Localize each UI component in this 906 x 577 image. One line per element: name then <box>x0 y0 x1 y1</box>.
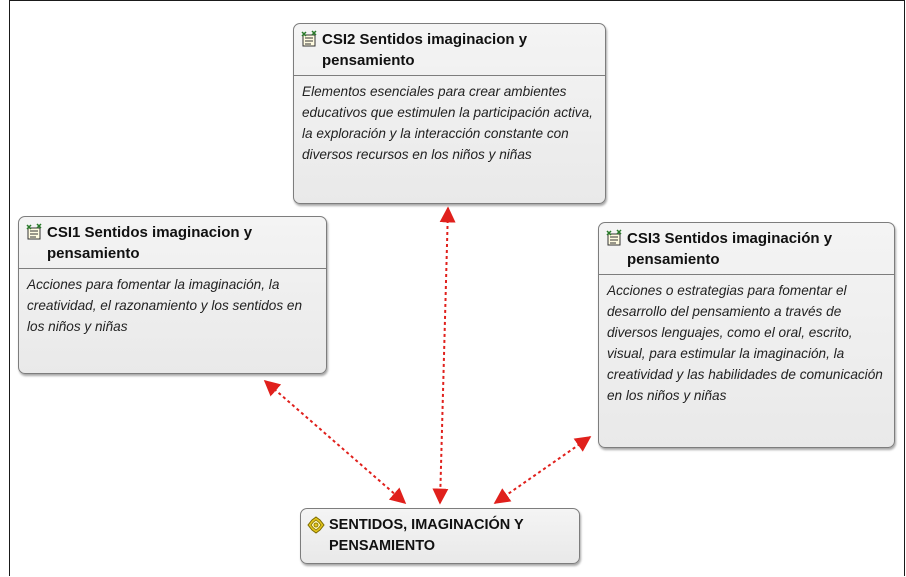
node-center[interactable]: SENTIDOS, IMAGINACIÓN Y PENSAMIENTO <box>300 508 580 564</box>
node-comment: Acciones para fomentar la imaginación, l… <box>19 268 326 343</box>
canvas-frame <box>9 0 905 576</box>
node-title-text: CSI3 Sentidos imaginación y pensamiento <box>627 230 833 268</box>
code-icon <box>26 223 42 240</box>
node-title-text: CSI2 Sentidos imaginacion y pensamiento <box>322 31 528 69</box>
node-title: SENTIDOS, IMAGINACIÓN Y PENSAMIENTO <box>301 509 579 561</box>
node-csi1[interactable]: CSI1 Sentidos imaginacion y pensamiento … <box>18 216 327 374</box>
code-icon <box>301 30 317 47</box>
link-csi3-center[interactable] <box>493 436 592 504</box>
node-csi3[interactable]: CSI3 Sentidos imaginación y pensamiento … <box>598 222 895 448</box>
node-title: CSI3 Sentidos imaginación y pensamiento <box>599 223 894 274</box>
node-csi2[interactable]: CSI2 Sentidos imaginacion y pensamiento … <box>293 23 606 204</box>
code-icon <box>606 229 622 246</box>
node-title-text: CSI1 Sentidos imaginacion y pensamiento <box>47 224 253 262</box>
node-comment: Acciones o estrategias para fomentar el … <box>599 274 894 412</box>
node-title: CSI2 Sentidos imaginacion y pensamiento <box>294 24 605 75</box>
link-csi2-center[interactable] <box>432 206 456 505</box>
node-comment: Elementos esenciales para crear ambiente… <box>294 75 605 171</box>
code-group-icon <box>307 516 325 534</box>
link-csi1-center[interactable] <box>263 379 407 505</box>
node-title-text: SENTIDOS, IMAGINACIÓN Y PENSAMIENTO <box>329 517 524 554</box>
node-title: CSI1 Sentidos imaginacion y pensamiento <box>19 217 326 268</box>
